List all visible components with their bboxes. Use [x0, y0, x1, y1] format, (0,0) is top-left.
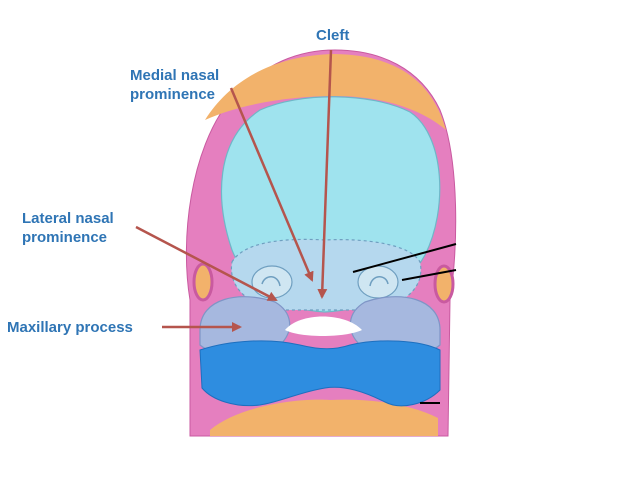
cleft-arrow: [317, 49, 333, 299]
mandibular-arch: [199, 340, 441, 407]
lateral-nasal-label-line1: Lateral nasal: [22, 210, 114, 227]
right-nasal-pit: [357, 265, 399, 299]
left-nasal-pit: [251, 265, 293, 299]
maxillary-process-label: Maxillary process: [7, 318, 133, 337]
cleft-label: Cleft: [316, 26, 349, 45]
forehead-cap: [205, 54, 446, 130]
maxillary-process-label-text: Maxillary process: [7, 319, 133, 336]
right-leader-upper: [352, 243, 457, 273]
lateral-nasal-label-line2: prominence: [22, 229, 108, 246]
stomodeum: [285, 316, 362, 336]
right-leader-middle: [401, 269, 457, 281]
left-eye: [192, 262, 214, 302]
cleft-label-text: Cleft: [316, 27, 350, 44]
chin-cap: [210, 399, 438, 436]
medial-nasal-arrow: [229, 87, 314, 282]
right-eye: [433, 264, 455, 304]
medial-nasal-label-line2: prominence: [130, 86, 216, 103]
lateral-nasal-label: Lateral nasal prominence: [22, 209, 114, 247]
medial-nasal-label: Medial nasal prominence: [130, 66, 219, 104]
lateral-nasal-arrow: [135, 225, 278, 302]
medial-nasal-label-line1: Medial nasal: [130, 67, 220, 84]
